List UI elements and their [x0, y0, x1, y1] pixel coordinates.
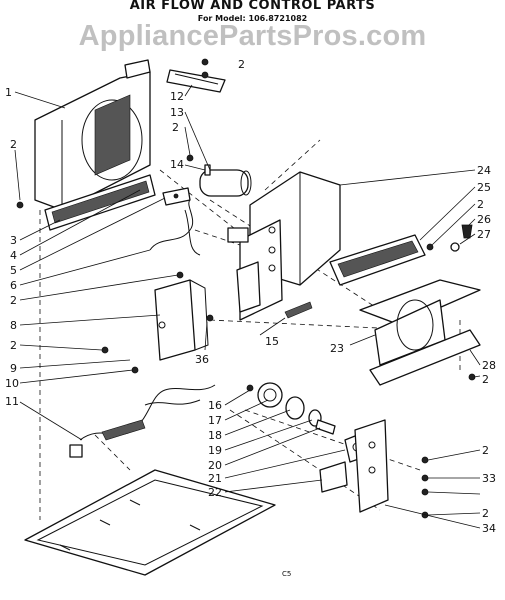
callout-26: 26: [477, 213, 491, 226]
top-bracket: [166, 69, 226, 93]
callout-21: 21: [208, 472, 222, 485]
callout-3: 3: [10, 234, 17, 247]
vent-grille: [329, 234, 426, 286]
callout-24: 24: [477, 164, 491, 177]
watermark-text: AppliancePartsPros.com: [78, 20, 427, 52]
air-deflector: [359, 279, 481, 386]
callout-14: 14: [170, 158, 184, 171]
run-capacitor: [199, 164, 252, 197]
callout-6: 6: [10, 279, 17, 292]
callout-2-mid-top: 2: [172, 121, 179, 134]
callout-22: 22: [208, 486, 222, 499]
callout-2-top: 2: [238, 58, 245, 71]
callout-2-left-mid: 2: [10, 294, 17, 307]
callout-12: 12: [170, 90, 184, 103]
power-cord: [69, 384, 216, 458]
air-filter: [44, 174, 156, 231]
damper-knob: [450, 224, 473, 252]
callout-10: 10: [5, 377, 19, 390]
selector-switch: [162, 187, 191, 206]
callout-1: 1: [5, 86, 12, 99]
callout-16: 16: [208, 399, 222, 412]
callout-2-left-low: 2: [10, 339, 17, 352]
callout-4: 4: [10, 249, 17, 262]
callout-18: 18: [208, 429, 222, 442]
callout-9: 9: [10, 362, 17, 375]
callout-8: 8: [10, 319, 17, 332]
diagram-title: AIR FLOW AND CONTROL PARTS: [129, 0, 376, 13]
switch-bracket: [154, 279, 209, 361]
control-knob-assembly: [257, 382, 336, 435]
front-louver-panel: [34, 59, 151, 211]
wire-harness-upper: [149, 199, 194, 251]
callout-2-left-top: 2: [10, 138, 17, 151]
callout-23: 23: [330, 342, 344, 355]
terminal-block: [319, 461, 348, 493]
footer-code: C5: [282, 570, 292, 578]
mounting-plate: [236, 261, 261, 313]
callout-34: 34: [482, 522, 496, 535]
callout-2-right-low: 2: [482, 444, 489, 457]
callout-33: 33: [482, 472, 496, 485]
callout-2-right-bottom: 2: [482, 507, 489, 520]
callout-17: 17: [208, 414, 222, 427]
leader-lines: [14, 84, 481, 529]
callout-36: 36: [195, 353, 209, 366]
callout-2-right-mid: 2: [482, 373, 489, 386]
callout-labels: 1 2 2 2 3 4 5 6 2 8 2 9 10 11 12 13 2 14…: [5, 58, 496, 535]
callout-11: 11: [5, 395, 19, 408]
callout-19: 19: [208, 444, 222, 457]
base-pan: [24, 469, 276, 576]
callout-15: 15: [265, 335, 279, 348]
callout-28: 28: [482, 359, 496, 372]
callout-27: 27: [477, 228, 491, 241]
callout-13: 13: [170, 106, 184, 119]
control-bracket-panel: [354, 419, 389, 513]
callout-20: 20: [208, 459, 222, 472]
callout-5: 5: [10, 264, 17, 277]
spring: [284, 301, 313, 319]
callout-25: 25: [477, 181, 491, 194]
callout-2-right-top: 2: [477, 198, 484, 211]
model-subtitle: For Model: 106.8721082: [197, 14, 308, 23]
